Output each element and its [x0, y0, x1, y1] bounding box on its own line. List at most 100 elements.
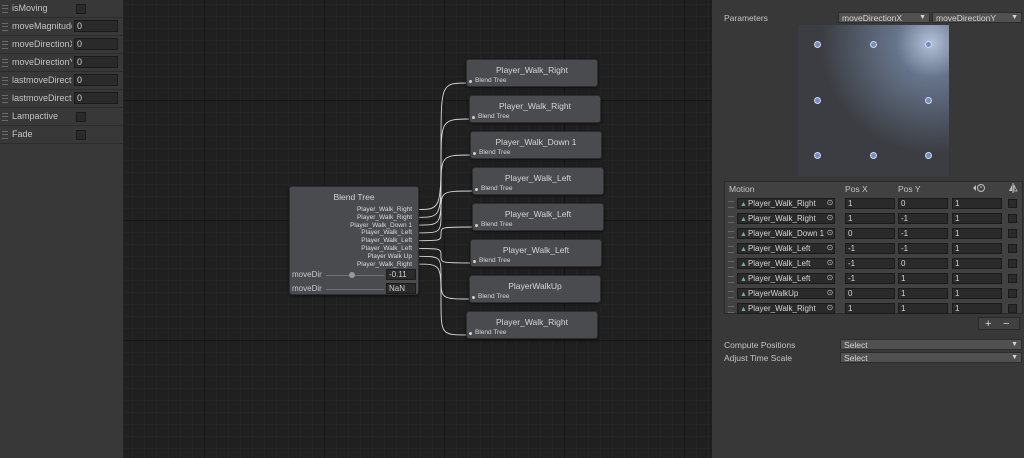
slider-value-field[interactable]: NaN: [386, 283, 416, 294]
drag-handle-icon[interactable]: [2, 95, 8, 103]
pos-x-field[interactable]: 1: [845, 303, 895, 314]
speed-field[interactable]: 1: [952, 273, 1002, 284]
motion-node[interactable]: Player_Walk_Left Blend Tree: [470, 239, 602, 267]
parameter-float-field[interactable]: 0: [74, 74, 118, 86]
input-port-icon[interactable]: [475, 224, 478, 227]
parameter-x-dropdown[interactable]: moveDirectionX ▼: [838, 12, 930, 23]
pos-x-field[interactable]: -1: [845, 258, 895, 269]
motion-row[interactable]: ▲Player_Walk_Left ⊙ -1 -1 1: [725, 241, 1022, 256]
drag-handle-icon[interactable]: [728, 246, 734, 253]
parameter-row-move-magnitude[interactable]: moveMagnitude 0: [0, 18, 123, 36]
pos-x-field[interactable]: -1: [845, 243, 895, 254]
object-picker-icon[interactable]: ⊙: [826, 198, 834, 207]
speed-field[interactable]: 1: [952, 228, 1002, 239]
parameter-float-field[interactable]: 0: [74, 38, 118, 50]
motion-node[interactable]: PlayerWalkUp Blend Tree: [469, 275, 601, 303]
pos-y-field[interactable]: -1: [898, 213, 948, 224]
blend-tree-graph[interactable]: Blend Tree Player_Walk_Right Player_Walk…: [124, 0, 710, 458]
slider-knob[interactable]: [349, 272, 356, 278]
mirror-checkbox[interactable]: [1008, 289, 1017, 298]
blend-point[interactable]: [814, 41, 821, 48]
speed-field[interactable]: 1: [952, 288, 1002, 299]
remove-motion-button[interactable]: −: [1003, 318, 1010, 330]
pos-y-field[interactable]: 0: [898, 198, 948, 209]
mirror-checkbox[interactable]: [1008, 199, 1017, 208]
speed-field[interactable]: 1: [952, 303, 1002, 314]
drag-handle-icon[interactable]: [2, 23, 8, 31]
parameter-slider[interactable]: [326, 275, 384, 276]
object-picker-icon[interactable]: ⊙: [826, 273, 834, 282]
speed-field[interactable]: 1: [952, 198, 1002, 209]
drag-handle-icon[interactable]: [728, 261, 734, 268]
motion-node[interactable]: Player_Walk_Right Blend Tree: [466, 59, 598, 87]
motion-row[interactable]: ▲Player_Walk_Right ⊙ 1 -1 1: [725, 211, 1022, 226]
blend-point[interactable]: [925, 41, 932, 48]
blend-point[interactable]: [925, 96, 932, 104]
motion-node[interactable]: Player_Walk_Down 1 Blend Tree: [470, 131, 602, 159]
motion-row[interactable]: ▲Player_Walk_Right ⊙ 1 1 1: [725, 301, 1022, 316]
speed-field[interactable]: 1: [952, 213, 1002, 224]
blend-point[interactable]: [814, 152, 821, 159]
parameter-row-last-move-direction-x[interactable]: lastmoveDirectio 0: [0, 72, 123, 90]
parameter-row-move-direction-x[interactable]: moveDirectionX 0: [0, 36, 123, 54]
drag-handle-icon[interactable]: [2, 113, 8, 121]
motion-node[interactable]: Player_Walk_Left Blend Tree: [472, 167, 604, 195]
parameter-float-field[interactable]: 0: [74, 56, 118, 68]
object-picker-icon[interactable]: ⊙: [826, 303, 834, 312]
blend-tree-node[interactable]: Blend Tree Player_Walk_Right Player_Walk…: [289, 186, 419, 295]
blend-point[interactable]: [869, 41, 877, 48]
parameter-bool-checkbox[interactable]: [76, 130, 86, 140]
blend-space-2d-view[interactable]: [798, 25, 949, 176]
blend-point[interactable]: [814, 96, 821, 104]
parameter-bool-checkbox[interactable]: [76, 4, 86, 14]
motion-row[interactable]: ▲Player_Walk_Right ⊙ 1 0 1: [725, 196, 1022, 211]
pos-y-field[interactable]: 0: [898, 258, 948, 269]
motion-row[interactable]: ▲Player_Walk_Left ⊙ -1 1 1: [725, 271, 1022, 286]
motion-clip-field[interactable]: ▲PlayerWalkUp: [737, 288, 835, 299]
parameter-row-last-move-direction-y[interactable]: lastmoveDirectio 0: [0, 90, 123, 108]
object-picker-icon[interactable]: ⊙: [826, 243, 834, 252]
motion-row[interactable]: ▲Player_Walk_Left ⊙ -1 0 1: [725, 256, 1022, 271]
input-port-icon[interactable]: [469, 80, 472, 83]
drag-handle-icon[interactable]: [728, 306, 734, 313]
object-picker-icon[interactable]: ⊙: [826, 213, 834, 222]
motion-clip-field[interactable]: ▲Player_Walk_Right: [737, 303, 835, 314]
drag-handle-icon[interactable]: [2, 5, 8, 13]
compute-positions-dropdown[interactable]: Select ▼: [840, 339, 1022, 350]
motion-clip-field[interactable]: ▲Player_Walk_Left: [737, 243, 835, 254]
drag-handle-icon[interactable]: [728, 216, 734, 223]
parameter-float-field[interactable]: 0: [74, 20, 118, 32]
pos-y-field[interactable]: 1: [898, 273, 948, 284]
blend-point[interactable]: [869, 152, 877, 159]
pos-x-field[interactable]: 0: [845, 288, 895, 299]
parameter-float-field[interactable]: 0: [74, 92, 118, 104]
motion-clip-field[interactable]: ▲Player_Walk_Right: [737, 198, 835, 209]
input-port-icon[interactable]: [473, 152, 476, 155]
parameter-row-move-direction-y[interactable]: moveDirectionY 0: [0, 54, 123, 72]
object-picker-icon[interactable]: ⊙: [826, 228, 834, 237]
drag-handle-icon[interactable]: [2, 59, 8, 67]
object-picker-icon[interactable]: ⊙: [826, 258, 834, 267]
parameter-y-dropdown[interactable]: moveDirectionY ▼: [932, 12, 1022, 23]
input-port-icon[interactable]: [475, 188, 478, 191]
drag-handle-icon[interactable]: [2, 131, 8, 139]
adjust-time-scale-dropdown[interactable]: Select ▼: [840, 352, 1022, 363]
mirror-checkbox[interactable]: [1008, 214, 1017, 223]
parameter-row-is-moving[interactable]: isMoving: [0, 0, 123, 18]
motion-clip-field[interactable]: ▲Player_Walk_Left: [737, 258, 835, 269]
pos-y-field[interactable]: -1: [898, 243, 948, 254]
pos-y-field[interactable]: -1: [898, 228, 948, 239]
input-port-icon[interactable]: [473, 260, 476, 263]
blend-point[interactable]: [925, 152, 932, 159]
motion-node[interactable]: Player_Walk_Right Blend Tree: [466, 311, 598, 339]
mirror-checkbox[interactable]: [1008, 229, 1017, 238]
motion-node[interactable]: Player_Walk_Left Blend Tree: [472, 203, 604, 231]
input-port-icon[interactable]: [469, 332, 472, 335]
motion-row[interactable]: ▲PlayerWalkUp ⊙ 0 1 1: [725, 286, 1022, 301]
parameter-slider[interactable]: [326, 289, 384, 290]
mirror-checkbox[interactable]: [1008, 259, 1017, 268]
parameter-row-lamp-active[interactable]: Lampactive: [0, 108, 123, 126]
slider-value-field[interactable]: -0.11: [386, 269, 416, 280]
pos-x-field[interactable]: 0: [845, 228, 895, 239]
add-motion-button[interactable]: +: [985, 318, 992, 330]
